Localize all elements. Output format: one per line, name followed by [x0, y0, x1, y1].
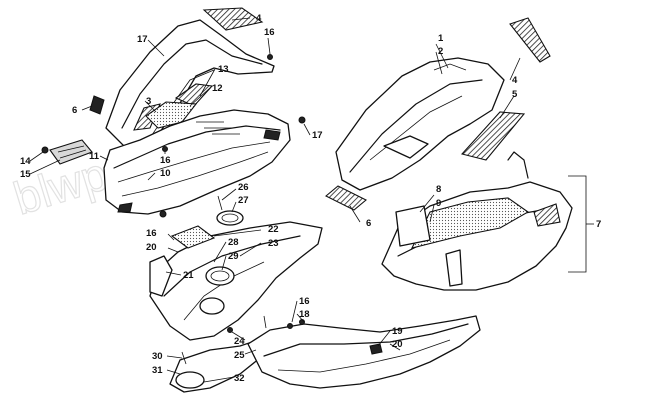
callout-15: 15 — [20, 169, 31, 180]
callout-16: 16 — [146, 228, 157, 239]
callout-20: 20 — [392, 339, 403, 350]
callout-10: 10 — [160, 168, 171, 179]
callout-2: 2 — [438, 46, 443, 57]
callout-29: 29 — [228, 251, 239, 262]
callout-22: 22 — [268, 224, 279, 235]
callout-26: 26 — [238, 182, 249, 193]
callout-23: 23 — [268, 238, 279, 249]
callout-21: 21 — [183, 270, 194, 281]
callout-24: 24 — [234, 336, 245, 347]
callout-30: 30 — [152, 351, 163, 362]
callout-19: 19 — [392, 326, 403, 337]
callout-3: 3 — [146, 96, 151, 107]
callout-6: 6 — [72, 105, 77, 116]
callout-8: 8 — [436, 184, 441, 195]
callout-31: 31 — [152, 365, 163, 376]
callout-20: 20 — [146, 242, 157, 253]
callout-16: 16 — [264, 27, 275, 38]
callout-28: 28 — [228, 237, 239, 248]
callout-16: 16 — [160, 155, 171, 166]
callout-14: 14 — [20, 156, 31, 167]
callout-12: 12 — [212, 83, 223, 94]
callout-1: 1 — [438, 33, 444, 44]
callout-17: 17 — [312, 130, 323, 141]
callout-9: 9 — [436, 198, 441, 209]
callout-32: 32 — [234, 373, 245, 384]
hood-assembly — [41, 7, 306, 218]
callout-25: 25 — [234, 350, 245, 361]
callout-leaders — [29, 17, 594, 383]
callout-27: 27 — [238, 195, 249, 206]
callout-18: 18 — [299, 309, 310, 320]
callout-4: 4 — [256, 13, 262, 24]
callout-5: 5 — [512, 89, 518, 100]
callout-4: 4 — [512, 75, 518, 86]
callout-7: 7 — [596, 219, 601, 230]
callout-16: 16 — [299, 296, 310, 307]
callout-6: 6 — [366, 218, 371, 229]
callout-labels: 4 16 17 13 12 3 6 14 15 11 16 10 17 1 2 … — [20, 13, 601, 384]
callout-13: 13 — [218, 64, 229, 75]
side-panel-assembly — [325, 17, 587, 291]
callout-17: 17 — [137, 34, 148, 45]
belly-pan-assembly — [149, 195, 481, 393]
callout-11: 11 — [89, 151, 100, 162]
